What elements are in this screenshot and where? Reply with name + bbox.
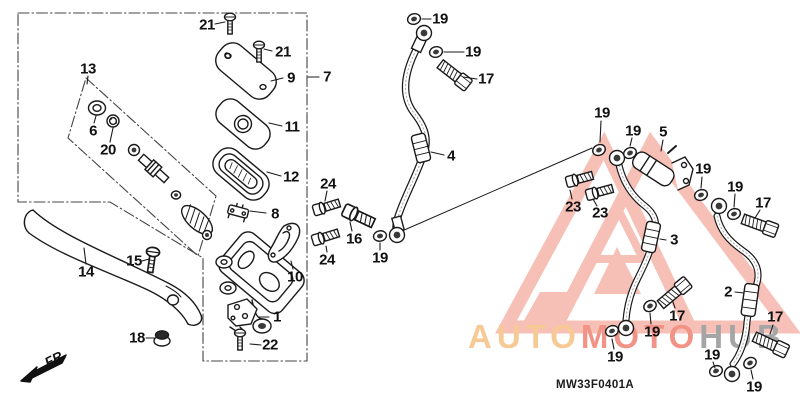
joint-bolt-part xyxy=(584,181,615,202)
brand-wordmark-moto: MOTO xyxy=(580,318,700,355)
part-callout-5: 5 xyxy=(659,123,667,141)
part-callout-13: 13 xyxy=(80,60,96,78)
part-callout-19: 19 xyxy=(432,10,448,28)
pivot-nut-part xyxy=(153,330,171,347)
sealing-washer-part xyxy=(741,354,759,372)
part-callout-4: 4 xyxy=(447,147,455,165)
part-callout-21: 21 xyxy=(275,43,291,61)
part-callout-14: 14 xyxy=(78,263,94,281)
part-callout-24: 24 xyxy=(319,251,335,269)
part-callout-19: 19 xyxy=(695,160,711,178)
part-callout-6: 6 xyxy=(89,122,97,140)
sealing-washer-part xyxy=(725,206,743,222)
brand-wordmark-auto: AUTO xyxy=(468,318,581,355)
diaphragm-plate-part xyxy=(215,98,271,150)
part-callout-11: 11 xyxy=(284,118,300,136)
part-callout-2: 2 xyxy=(724,283,732,301)
piston-kit-outline-box xyxy=(67,77,217,257)
part-callout-1: 1 xyxy=(273,308,281,326)
master-cylinder-body-part xyxy=(215,231,305,334)
part-callout-9: 9 xyxy=(287,69,295,87)
sealing-washer-part xyxy=(590,141,608,159)
part-callout-23: 23 xyxy=(565,198,581,216)
clamp-part xyxy=(267,222,301,263)
banjo-bolt-part xyxy=(435,57,474,93)
part-callout-24: 24 xyxy=(320,175,336,193)
part-callout-19: 19 xyxy=(727,178,743,196)
banjo-bolt-part xyxy=(739,211,780,239)
part-callout-21: 21 xyxy=(199,16,215,34)
part-callout-19: 19 xyxy=(704,346,720,364)
brake-hose-4 xyxy=(388,24,433,244)
diagram-code: MW33F0401A xyxy=(556,379,635,391)
part-callout-19: 19 xyxy=(465,43,481,61)
part-callout-17: 17 xyxy=(767,308,783,326)
banjo-bolt-part xyxy=(750,329,791,359)
part-callout-19: 19 xyxy=(372,249,388,267)
part-callout-10: 10 xyxy=(287,268,303,286)
part-callout-7: 7 xyxy=(323,68,331,86)
clamp-bolt-part xyxy=(310,226,341,248)
oil-bolt-part xyxy=(339,202,378,231)
part-callout-19: 19 xyxy=(625,122,641,140)
joint-bolt-part xyxy=(564,168,595,189)
piston-kit-parts xyxy=(87,100,214,241)
brake-hose-2 xyxy=(710,197,762,383)
hose-joint-part xyxy=(631,145,694,191)
protector-part xyxy=(227,202,250,223)
part-callout-18: 18 xyxy=(129,329,145,347)
reservoir-cap-part xyxy=(215,42,277,100)
diaphragm-part xyxy=(212,147,270,201)
part-callout-23: 23 xyxy=(592,204,608,222)
sealing-washer-part xyxy=(405,11,423,27)
part-callout-20: 20 xyxy=(100,141,116,159)
sealing-washer-part xyxy=(641,297,659,315)
part-callout-15: 15 xyxy=(126,252,142,270)
clamp-bolt-part xyxy=(311,196,342,218)
assembly-outline-box xyxy=(17,12,308,362)
brake-lever-part xyxy=(23,209,203,326)
sealing-washer-part xyxy=(603,323,621,339)
sealing-washer-part xyxy=(692,187,710,203)
part-callout-3: 3 xyxy=(670,231,678,249)
fr-direction-arrow: FR. xyxy=(20,347,68,383)
callout-leader-lines xyxy=(83,18,774,380)
part-callout-19: 19 xyxy=(746,378,762,396)
part-callout-22: 22 xyxy=(262,336,278,354)
part-callout-19: 19 xyxy=(644,323,660,341)
part-callout-16: 16 xyxy=(346,230,362,248)
part-callout-12: 12 xyxy=(283,168,299,186)
part-callout-17: 17 xyxy=(669,307,685,325)
sealing-washer-part xyxy=(707,363,725,379)
part-callout-8: 8 xyxy=(271,205,279,223)
switch-screw-part xyxy=(233,328,247,351)
washer-position-line xyxy=(401,147,593,232)
part-callout-19: 19 xyxy=(594,104,610,122)
cap-screw-part xyxy=(223,12,237,35)
brake-hose-3 xyxy=(608,149,662,337)
part-callout-17: 17 xyxy=(478,70,494,88)
sealing-washer-part xyxy=(427,44,445,60)
part-callout-17: 17 xyxy=(755,194,771,212)
sealing-washer-part xyxy=(371,229,389,243)
part-callout-19: 19 xyxy=(607,348,623,366)
